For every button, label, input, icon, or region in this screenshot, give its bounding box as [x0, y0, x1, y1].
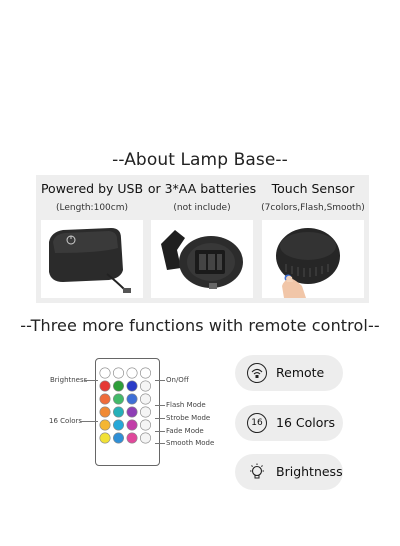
remote-button	[139, 393, 151, 405]
remote-button	[99, 406, 111, 418]
flash-mode-label: Flash Mode	[166, 401, 206, 409]
strobe-leader-line	[155, 418, 165, 419]
remote-button	[99, 393, 111, 405]
lightbulb-icon	[247, 462, 267, 482]
battery-compartment-image	[151, 220, 253, 298]
usb-subtext: (Length:100cm)	[56, 203, 128, 213]
remote-button	[139, 432, 151, 444]
touch-base-image	[262, 220, 364, 298]
remote-button	[99, 432, 111, 444]
colors-feature-label: 16 Colors	[276, 415, 336, 430]
remote-buttons	[99, 367, 151, 444]
touch-heading: Touch Sensor	[271, 181, 355, 196]
remote-button	[126, 406, 138, 418]
brightness-feature-label: Brightness	[276, 464, 343, 479]
remote-feature-label: Remote	[276, 365, 325, 380]
usb-power-panel: Powered by USB (Length:100cm)	[36, 175, 148, 303]
battery-panel: or 3*AA batteries (not include)	[146, 175, 258, 303]
remote-button	[99, 367, 111, 379]
remote-button	[112, 432, 124, 444]
usb-heading: Powered by USB	[40, 181, 144, 196]
colors-label: 16 Colors	[49, 417, 83, 425]
remote-button	[126, 419, 138, 431]
remote-button	[112, 380, 124, 392]
remote-section-title: --Three more functions with remote contr…	[20, 316, 380, 335]
touch-sensor-panel: Touch Sensor (7colors,Flash,Smooth)	[257, 175, 369, 303]
remote-button	[112, 419, 124, 431]
brightness-label: Brightness	[50, 376, 88, 384]
remote-button	[126, 380, 138, 392]
battery-heading: or 3*AA batteries	[147, 181, 257, 196]
smooth-mode-label: Smooth Mode	[166, 439, 215, 447]
remote-button	[139, 367, 151, 379]
remote-button	[139, 406, 151, 418]
brightness-feature-pill: Brightness	[235, 454, 343, 490]
remote-button	[112, 367, 124, 379]
flash-leader-line	[155, 405, 165, 406]
colors-leader-line	[80, 421, 98, 422]
remote-feature-pill: Remote	[235, 355, 343, 391]
strobe-mode-label: Strobe Mode	[166, 414, 211, 422]
remote-control-image	[95, 358, 160, 466]
touch-subtext: (7colors,Flash,Smooth)	[261, 203, 365, 213]
remote-button	[126, 432, 138, 444]
fade-leader-line	[155, 431, 165, 432]
onoff-label: On/Off	[166, 376, 189, 384]
remote-button	[99, 419, 111, 431]
onoff-leader-line	[155, 380, 165, 381]
remote-button	[139, 380, 151, 392]
battery-subtext: (not include)	[173, 203, 231, 213]
lamp-base-title: --About Lamp Base--	[112, 150, 288, 170]
remote-button	[126, 367, 138, 379]
colors-feature-pill: 16 16 Colors	[235, 405, 343, 441]
remote-signal-icon	[247, 363, 267, 383]
fade-mode-label: Fade Mode	[166, 427, 204, 435]
remote-button	[99, 380, 111, 392]
usb-lamp-base-image	[41, 220, 143, 298]
remote-button	[126, 393, 138, 405]
brightness-leader-line	[84, 380, 98, 381]
remote-button	[112, 393, 124, 405]
smooth-leader-line	[155, 443, 165, 444]
sixteen-badge-icon: 16	[247, 413, 267, 433]
remote-button	[139, 419, 151, 431]
remote-button	[112, 406, 124, 418]
